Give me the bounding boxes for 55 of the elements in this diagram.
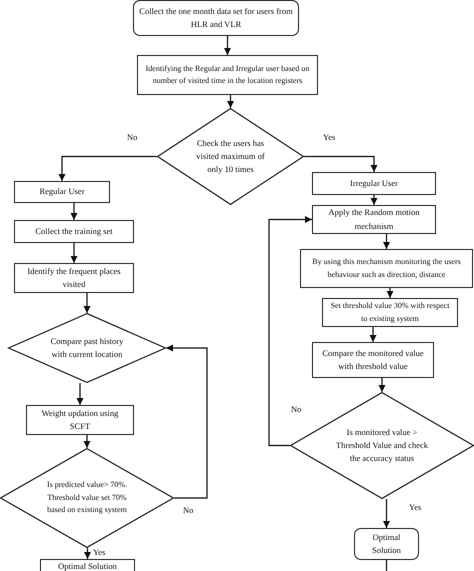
- arrow: [268, 216, 312, 446]
- node-text: Apply the Random motion mechanism: [328, 206, 420, 232]
- edge-label: Yes: [322, 132, 336, 142]
- arrow: [378, 378, 386, 392]
- node-text: Identify the frequent places visited: [26, 264, 122, 291]
- node-text: Is monitored value > Threshold Value and check the accuracy status: [334, 426, 430, 466]
- arrow: [383, 234, 390, 249]
- edge-label: Yes: [92, 547, 106, 558]
- edge-label: Yes: [408, 502, 422, 512]
- edge-label: No: [126, 132, 138, 142]
- arrow: [70, 243, 78, 263]
- arrow: [84, 548, 91, 559]
- edge-label: No: [182, 505, 194, 516]
- arrow: [370, 327, 376, 342]
- process-box: [312, 342, 434, 378]
- process-box: [322, 298, 458, 327]
- process-box: [137, 55, 318, 95]
- arrow: [76, 383, 84, 405]
- node-text: Is predicted value> 70%. Threshold value set 70% based on existing system: [46, 479, 128, 516]
- node-text: Collect the training set: [35, 224, 113, 238]
- connector-line: [386, 560, 388, 571]
- node-text: Identifying the Regular and Irregular user based on number of visited time in the location registers: [144, 62, 310, 87]
- node-text: Regular User: [39, 185, 85, 198]
- arrow: [166, 344, 208, 499]
- arrow: [386, 288, 394, 298]
- terminal-box: [354, 528, 419, 560]
- arrow: [227, 95, 234, 108]
- process-box: [312, 205, 436, 234]
- arrow: [84, 293, 90, 313]
- node-text: Compare past history with current location: [50, 334, 124, 361]
- node-text: Compare the monitored value with threshold value: [321, 346, 425, 373]
- node-text: Optimal Solution: [58, 560, 117, 571]
- arrow: [304, 156, 378, 172]
- process-box: [14, 220, 134, 243]
- node-text: Collect the one month data set for users from HLR and VLR: [138, 4, 294, 31]
- node-text: Check the users has visited maximum of only 10 times: [195, 136, 266, 176]
- process-box: [14, 263, 134, 293]
- node-text: By using this mechanism monitoring the users behaviour such as direction, distance: [311, 256, 462, 280]
- arrow: [84, 435, 90, 448]
- node-text: Weight updation using SCFT: [40, 406, 120, 433]
- process-box: [26, 405, 134, 435]
- terminal-box: [133, 0, 299, 36]
- edge-label: No: [290, 404, 302, 414]
- arrow: [370, 195, 378, 205]
- process-box: [312, 172, 436, 195]
- arrow: [383, 499, 390, 528]
- arrow: [224, 36, 231, 55]
- process-box: [300, 249, 473, 288]
- arrow: [70, 203, 78, 220]
- node-text: Set threshold value 30% with respect to existing system: [330, 300, 450, 325]
- arrow: [58, 156, 157, 181]
- process-box: [14, 181, 110, 203]
- node-text: Irregular User: [350, 176, 398, 190]
- node-text: Optimal Solution: [371, 530, 402, 557]
- process-box: [40, 559, 135, 571]
